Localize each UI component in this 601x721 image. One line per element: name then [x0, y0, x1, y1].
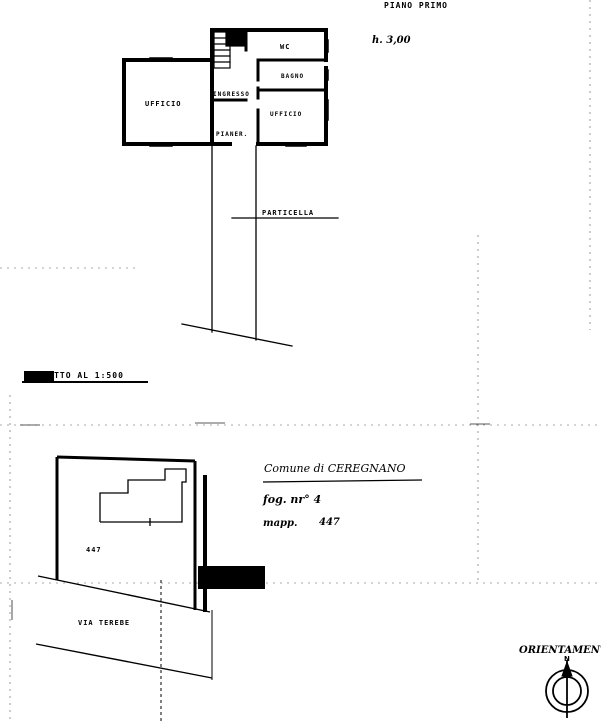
room-label-landing: PIANER. [216, 131, 249, 138]
orientation-label: ORIENTAMENTO [519, 645, 601, 656]
room-label-entrance: INGRESSO [213, 91, 250, 98]
first-floor-plan [122, 28, 339, 347]
internal-partitions [210, 28, 328, 146]
access-corridor [181, 145, 339, 347]
scale-label: ESTRATTO AL 1:500 [25, 371, 124, 380]
corridor-label: PARTICELLA [262, 209, 315, 217]
room-label-office-left: UFFICIO [145, 100, 182, 108]
redaction-block [198, 566, 265, 589]
scale-scribble [24, 371, 54, 381]
central-block-walls [210, 28, 328, 146]
mappale-value: 447 [319, 517, 340, 528]
municipality-underline [262, 479, 423, 483]
stairs [213, 31, 247, 69]
mappale-label: mapp. [263, 518, 298, 529]
municipality-label: Comune di CEREGNANO [264, 462, 406, 475]
north-arrow-compass [545, 660, 589, 718]
room-label-bathroom: BAGNO [281, 73, 305, 80]
scan-noise-band [11, 422, 490, 620]
height-label: h. 3,00 [372, 35, 411, 46]
site-extract [35, 455, 213, 721]
north-letter: N [564, 655, 570, 663]
sheet-label: fog. nr° 4 [263, 493, 322, 506]
street-label: VIA TEREBE [78, 619, 131, 627]
window-marks [149, 39, 329, 147]
room-label-office-right: UFFICIO [270, 111, 303, 118]
floor-title: PIANO PRIMO [384, 1, 448, 10]
parcel-number: 447 [86, 546, 102, 554]
room-label-wc: WC [280, 43, 291, 51]
